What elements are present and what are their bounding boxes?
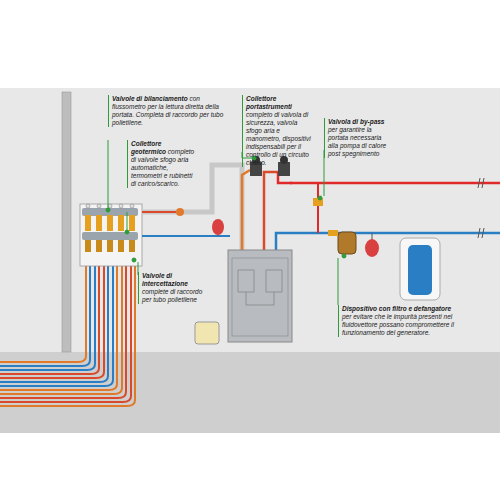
callout-heading: Valvole di intercettazione xyxy=(142,272,188,287)
callout-heading: Valvole di bilanciamento xyxy=(112,95,188,102)
callout-body: completo di valvola di sicurezza, valvol… xyxy=(246,111,311,166)
callout-body: complete di raccordo per tubo polietilen… xyxy=(142,288,202,303)
callout-text: Valvole di bilanciamento con flussometro… xyxy=(108,95,232,127)
callout-text: Valvole di intercettazione complete di r… xyxy=(138,272,204,304)
callout-heading: Valvola di by-pass xyxy=(328,118,384,125)
callout-text: Collettore portastrumenti completo di va… xyxy=(242,95,314,167)
callout-body: per evitare che le impurità presenti nel… xyxy=(342,313,454,336)
callout-heading: Collettore geotermico xyxy=(131,140,166,155)
callout-body: per garantire la portata necessaria alla… xyxy=(328,126,386,157)
callout-text: Collettore geotermico completo di valvol… xyxy=(127,140,197,188)
callout-heading: Collettore portastrumenti xyxy=(246,95,292,110)
callout-heading: Dispositivo con filtro e defangatore xyxy=(342,305,451,312)
callout-text: Dispositivo con filtro e defangatore per… xyxy=(338,305,454,337)
callout-text: Valvola di by-pass per garantire la port… xyxy=(324,118,392,158)
